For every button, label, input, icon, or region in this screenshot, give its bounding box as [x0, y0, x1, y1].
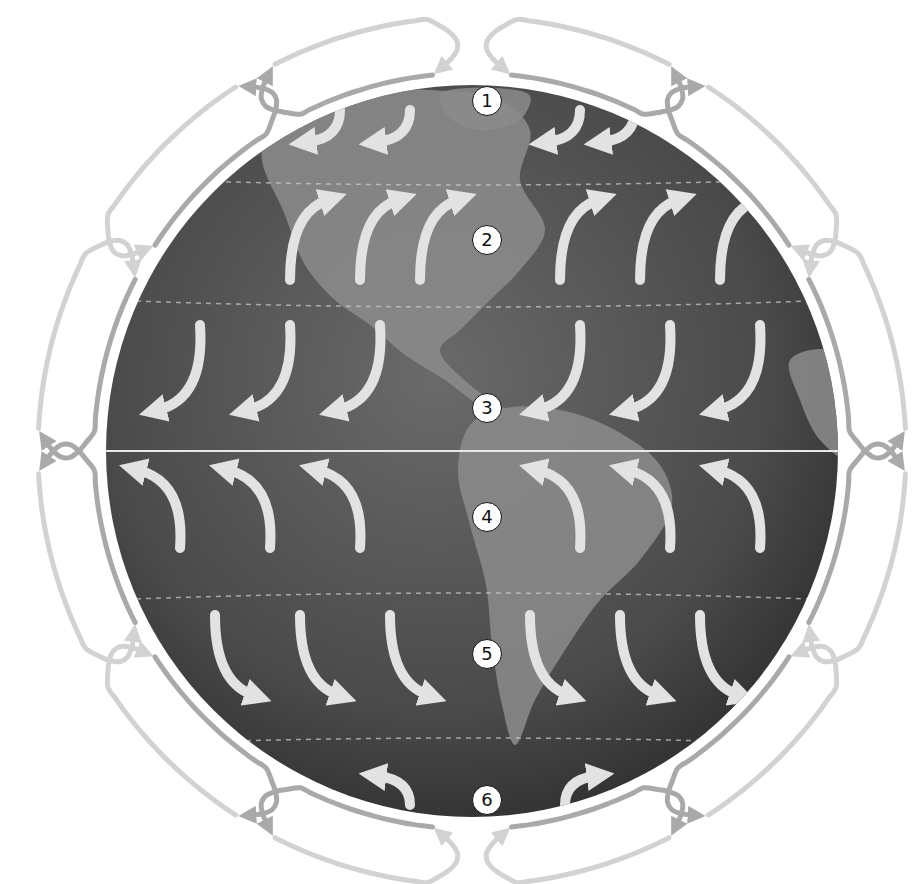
cell-flow-arrow [46, 444, 135, 623]
wind-arrow [530, 615, 568, 695]
cell-flow-arrow [810, 474, 905, 662]
circulation-cells [39, 19, 906, 883]
wind-arrow [138, 470, 180, 548]
equator-line [106, 450, 838, 452]
cell-flow-arrow [155, 87, 277, 245]
wind-arrow [390, 615, 428, 695]
wind-arrow [565, 776, 595, 805]
cell-flow-arrow [46, 279, 135, 458]
callout-circle: 6 [472, 785, 502, 815]
wind-arrow [560, 200, 598, 280]
continent [261, 89, 545, 410]
wind-arrow [640, 200, 678, 280]
wind-arrow [158, 325, 200, 410]
cell-flow-arrow [512, 75, 683, 114]
latitude-line [106, 593, 838, 600]
wind-arrow [228, 470, 270, 548]
wind-arrow [620, 615, 658, 695]
cell-flow-arrow [667, 657, 789, 815]
wind-arrow [378, 110, 410, 142]
callout-number: 3 [481, 399, 492, 417]
cell-flow-arrow [708, 87, 836, 256]
wind-arrow [360, 200, 398, 280]
wind-arrow [718, 470, 760, 548]
cell-flow-arrow [275, 19, 458, 66]
cell-flow-arrow [667, 87, 789, 245]
wind-arrow [700, 615, 738, 695]
cell-flow-arrow [155, 657, 277, 815]
callout-number: 5 [481, 645, 492, 663]
wind-arrow [720, 200, 758, 280]
wind-arrow [603, 110, 635, 142]
continent [439, 88, 530, 130]
cell-flow-arrow [810, 240, 905, 428]
cell-flow-arrow [275, 836, 458, 883]
wind-arrow [338, 325, 380, 410]
wind-arrow [628, 325, 670, 410]
continent [458, 406, 672, 745]
wind-arrow [548, 110, 580, 142]
callout-circle: 1 [472, 86, 502, 116]
latitude-line [106, 178, 838, 185]
wind-arrow [290, 200, 328, 280]
globe-surface [106, 88, 863, 805]
callout-circle: 3 [472, 393, 502, 423]
cell-flow-arrow [809, 279, 898, 458]
callout-circle: 2 [472, 225, 502, 255]
callout-number: 1 [481, 92, 492, 110]
wind-arrow [538, 325, 580, 410]
cell-flow-arrow [486, 19, 669, 66]
cell-flow-arrow [39, 240, 134, 428]
cell-flow-arrow [512, 788, 683, 827]
continent [789, 349, 863, 460]
wind-arrow [318, 470, 360, 548]
cell-flow-arrow [107, 646, 235, 815]
wind-arrow [718, 325, 760, 410]
wind-arrow [378, 776, 410, 805]
cell-flow-arrow [708, 646, 836, 815]
wind-arrow [248, 325, 290, 410]
callout-number: 6 [481, 791, 492, 809]
callout-circle: 5 [472, 639, 502, 669]
callout-circle: 4 [472, 502, 502, 532]
wind-arrow [538, 470, 580, 548]
cell-flow-arrow [809, 444, 898, 623]
cell-flow-arrow [261, 788, 432, 827]
latitude-line [106, 300, 838, 307]
wind-arrow [215, 615, 253, 695]
callout-number: 2 [481, 231, 492, 249]
callout-number: 4 [481, 508, 492, 526]
cell-flow-arrow [39, 474, 134, 662]
cell-flow-arrow [261, 75, 432, 114]
wind-arrow [420, 200, 458, 280]
wind-arrow [308, 110, 340, 142]
wind-arrow [300, 615, 338, 695]
latitude-line [106, 738, 838, 745]
wind-arrow [628, 470, 670, 548]
globe [106, 85, 838, 817]
cell-flow-arrow [107, 87, 235, 256]
cell-flow-arrow [486, 836, 669, 883]
